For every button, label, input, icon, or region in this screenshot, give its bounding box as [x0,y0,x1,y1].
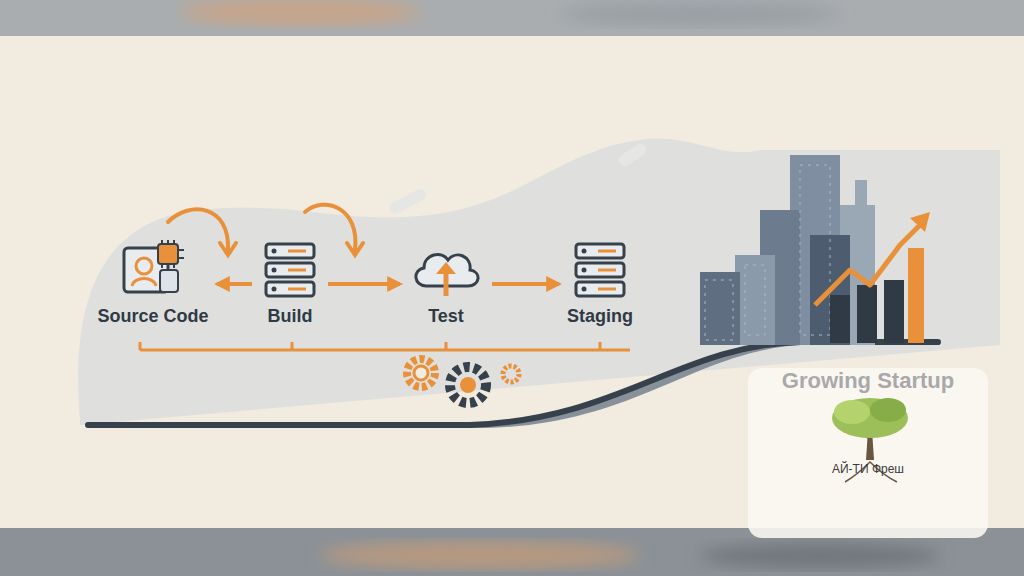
stage-label: Build [268,306,313,327]
wave-shape [78,139,1000,425]
watermark-panel [748,368,988,538]
city-skyline [700,155,930,345]
stage-label: Source Code [97,306,208,327]
test-stage: Test [404,240,488,327]
tree-logo [832,398,908,482]
logo-text: АЙ-ТИ Фреш [832,462,904,476]
stage-icon [120,240,186,300]
stage-icon [260,240,320,300]
flow-arrow [217,282,252,286]
flow-arrow [328,282,400,286]
top-band [0,0,1024,36]
stage-icon [408,240,484,300]
flow-arrow [492,282,559,286]
bracket-line [140,342,630,350]
staging-stage: Staging [563,240,637,327]
gear-icons [407,359,519,403]
build-stage: Build [256,240,324,327]
stage-icon [570,240,630,300]
watermark-title: Growing Startup [782,368,954,394]
cloud-dashes [395,150,640,208]
stage-label: Test [428,306,464,327]
stage-label: Staging [567,306,633,327]
source-code-stage: Source Code [93,240,213,327]
